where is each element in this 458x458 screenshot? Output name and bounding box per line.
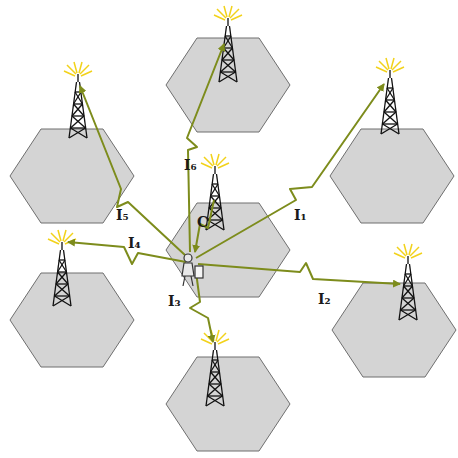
signal-label: C — [197, 215, 208, 229]
signal-label: I₆ — [184, 158, 197, 172]
signal-label: I₁ — [294, 208, 307, 222]
base-station-towers — [48, 6, 422, 406]
signal-label: I₃ — [168, 294, 181, 308]
mobile-user — [182, 254, 203, 286]
signal-label: I₅ — [116, 208, 129, 222]
cell-hexagons — [10, 38, 456, 451]
signal-links — [68, 44, 400, 342]
signal-label: I₄ — [128, 236, 141, 250]
signal-label: I₂ — [318, 292, 331, 306]
